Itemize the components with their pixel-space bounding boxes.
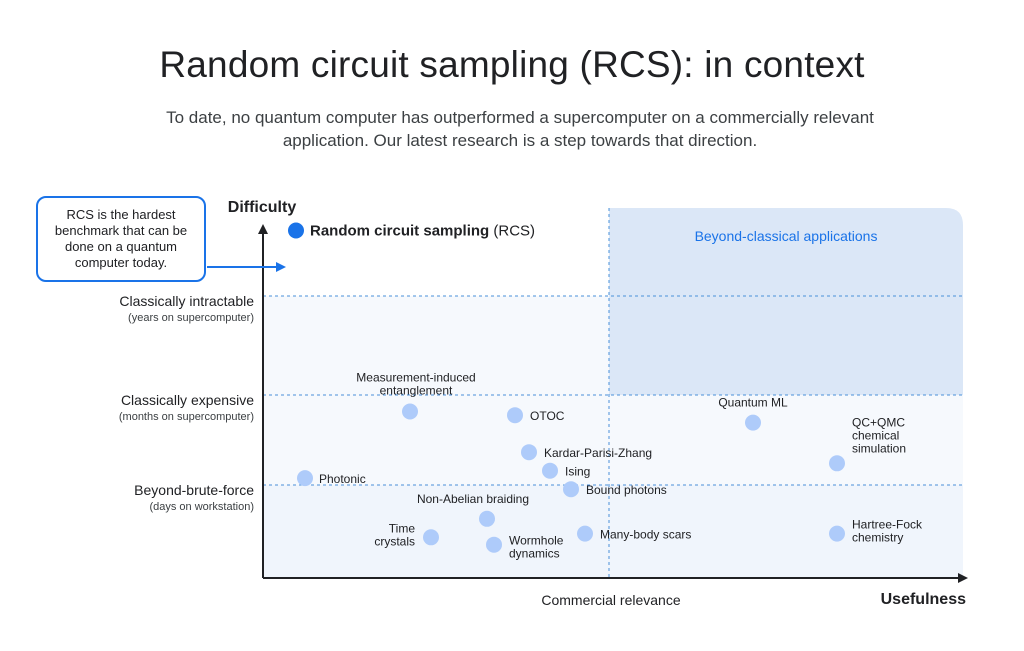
label-ising: Ising [565, 465, 590, 479]
level-sublabel-expensive: (months on supercomputer) [119, 411, 254, 423]
point-measurement-induced-entanglement [402, 403, 418, 420]
point-ising [542, 462, 558, 479]
level-label-expensive: Classically expensive [121, 392, 254, 408]
point-many-body-scars [577, 525, 593, 542]
label-photonic: Photonic [319, 472, 366, 486]
point-time-crystals [423, 529, 439, 546]
rcs-callout-box: RCS is the hardest benchmark that can be… [36, 196, 206, 282]
point-quantum-ml [745, 414, 761, 431]
label-many-body-scars: Many-body scars [600, 528, 691, 542]
point-otoc [507, 407, 523, 424]
point-hartree-fock-chemistry [829, 525, 845, 542]
label-otoc: OTOC [530, 409, 565, 423]
commercial-relevance-label: Commercial relevance [541, 592, 680, 608]
region-label: Beyond-classical applications [695, 228, 878, 244]
label-quantum-ml: Quantum ML [718, 396, 788, 410]
point-bound-photons [563, 481, 579, 498]
label-kardar-parisi-zhang: Kardar-Parisi-Zhang [544, 446, 652, 460]
x-axis-label: Usefulness [881, 591, 966, 608]
label-bound-photons: Bound photons [586, 483, 667, 497]
level-label-brute-force: Beyond-brute-force [134, 482, 254, 498]
level-sublabel-brute-force: (days on workstation) [149, 501, 254, 513]
label-non-abelian-braiding: Non-Abelian braiding [417, 492, 529, 506]
scatter-points [297, 403, 845, 553]
callout-text: RCS is the hardest benchmark that can be… [54, 207, 188, 270]
beyond-classical-region [609, 208, 963, 395]
point-wormhole-dynamics [486, 536, 502, 553]
rcs-label-suffix: (RCS) [489, 223, 535, 240]
point-qc-qmc-chemical-simulation [829, 455, 845, 472]
page-subtitle: To date, no quantum computer has outperf… [166, 108, 874, 150]
level-label-intractable: Classically intractable [119, 293, 254, 309]
rcs-label: Random circuit sampling (RCS) [310, 223, 535, 240]
page-title: Random circuit sampling (RCS): in contex… [159, 44, 865, 85]
rcs-label-name: Random circuit sampling [310, 223, 489, 240]
point-non-abelian-braiding [479, 510, 495, 527]
rcs-point [288, 222, 304, 239]
y-axis-label: Difficulty [228, 199, 297, 216]
region-beyond-brute-force [263, 485, 963, 578]
level-sublabel-intractable: (years on supercomputer) [128, 312, 254, 324]
point-photonic [297, 470, 313, 487]
point-kardar-parisi-zhang [521, 444, 537, 461]
